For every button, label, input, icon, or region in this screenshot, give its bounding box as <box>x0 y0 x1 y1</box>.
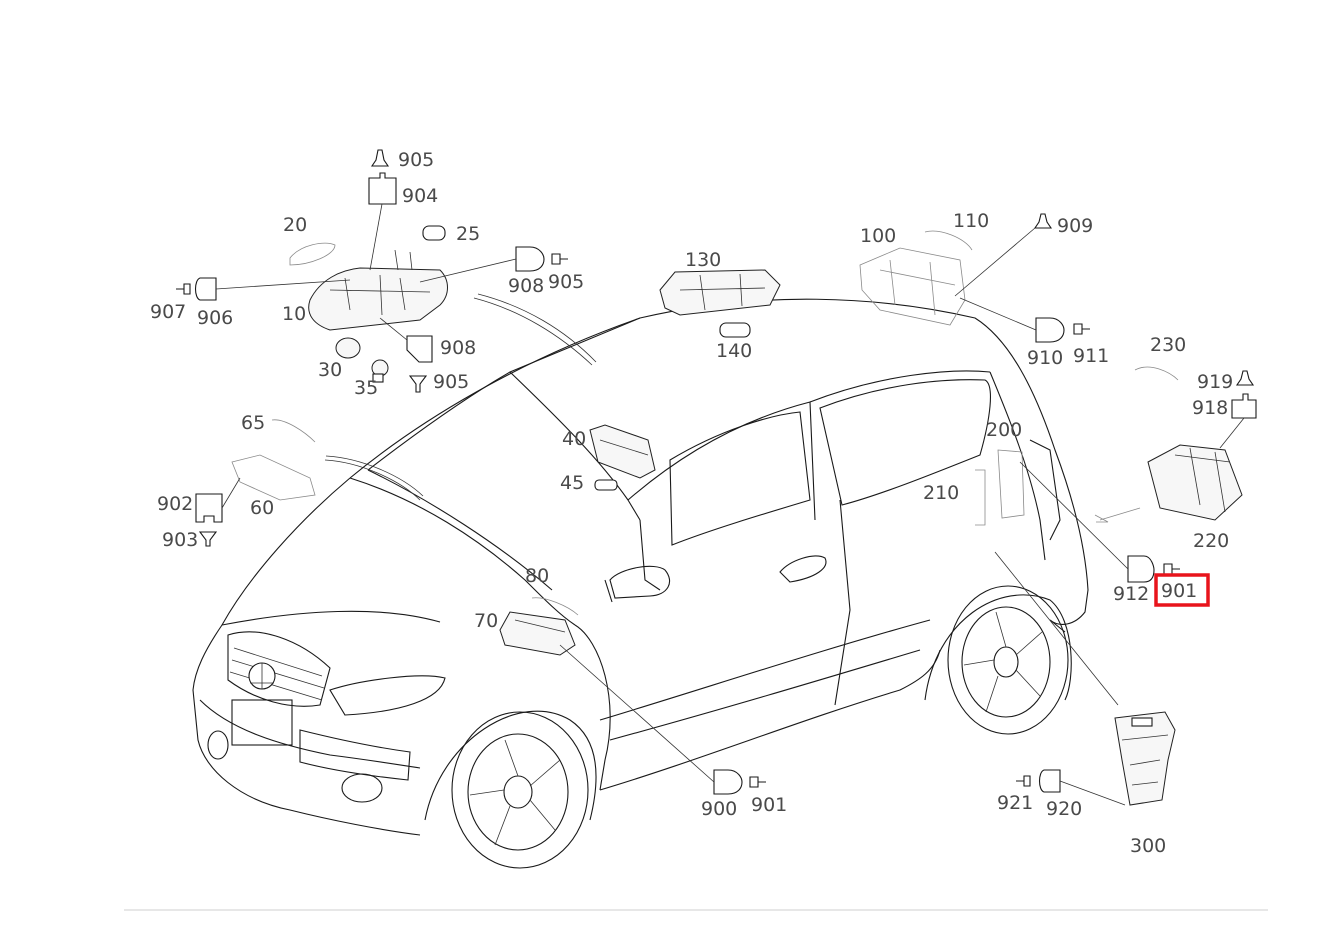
part-30-35 <box>335 337 389 383</box>
part-200-210 <box>975 449 1025 526</box>
label-110: 110 <box>953 210 989 232</box>
part-25 <box>422 225 446 241</box>
label-25: 25 <box>456 223 480 245</box>
label-905: 905 <box>433 371 469 393</box>
label-919: 919 <box>1197 371 1233 393</box>
label-902: 902 <box>157 493 193 515</box>
roof-strip-2 <box>477 293 597 363</box>
label-909: 909 <box>1057 215 1093 237</box>
label-65: 65 <box>241 412 265 434</box>
label-210: 210 <box>923 482 959 504</box>
label-10: 10 <box>282 303 306 325</box>
part-20 <box>289 242 336 266</box>
part-40 <box>589 424 656 479</box>
part-300 <box>1114 711 1176 806</box>
label-300: 300 <box>1130 835 1166 857</box>
part-220 <box>1094 444 1243 523</box>
label-70: 70 <box>474 610 498 632</box>
label-30: 30 <box>318 359 342 381</box>
part-230 <box>1134 366 1179 381</box>
label-911: 911 <box>1073 345 1109 367</box>
label-100: 100 <box>860 225 896 247</box>
label-912: 912 <box>1113 583 1149 605</box>
label-901[interactable]: 901 <box>1161 580 1197 602</box>
part-70 <box>499 611 576 656</box>
label-35: 35 <box>354 377 378 399</box>
label-918: 918 <box>1192 397 1228 419</box>
leader-lines <box>215 203 1245 806</box>
part-80 <box>531 597 579 616</box>
roof-strip <box>473 297 593 366</box>
label-921: 921 <box>997 792 1033 814</box>
callout-labels: 905 904 20 25 908 905 907 906 10 908 30 … <box>150 149 1233 857</box>
label-908: 908 <box>508 275 544 297</box>
label-920: 920 <box>1046 798 1082 820</box>
car-illustration <box>192 298 1089 869</box>
hood-strip <box>324 459 421 501</box>
label-220: 220 <box>1193 530 1229 552</box>
connector-symbols <box>176 149 1257 795</box>
highlight-box <box>1154 573 1210 607</box>
label-230: 230 <box>1150 334 1186 356</box>
label-900: 900 <box>701 798 737 820</box>
label-904: 904 <box>402 185 438 207</box>
label-903: 903 <box>162 529 198 551</box>
label-908: 908 <box>440 337 476 359</box>
part-45 <box>594 479 618 491</box>
label-200: 200 <box>986 419 1022 441</box>
part-100 <box>859 247 966 326</box>
label-20: 20 <box>283 214 307 236</box>
hood-strip-2 <box>325 455 424 497</box>
label-130: 130 <box>685 249 721 271</box>
label-907: 907 <box>150 301 186 323</box>
label-905: 905 <box>548 271 584 293</box>
label-906: 906 <box>197 307 233 329</box>
part-130 <box>659 269 781 316</box>
label-905: 905 <box>398 149 434 171</box>
label-60: 60 <box>250 497 274 519</box>
part-roof-console <box>308 249 448 331</box>
label-45: 45 <box>560 472 584 494</box>
part-60-65 <box>231 419 316 501</box>
part-140 <box>719 322 751 338</box>
part-110 <box>924 230 973 251</box>
label-901: 901 <box>751 794 787 816</box>
label-140: 140 <box>716 340 752 362</box>
label-910: 910 <box>1027 347 1063 369</box>
label-40: 40 <box>562 428 586 450</box>
label-80: 80 <box>525 565 549 587</box>
highlighted-callout-901[interactable]: 901 <box>1154 573 1210 607</box>
